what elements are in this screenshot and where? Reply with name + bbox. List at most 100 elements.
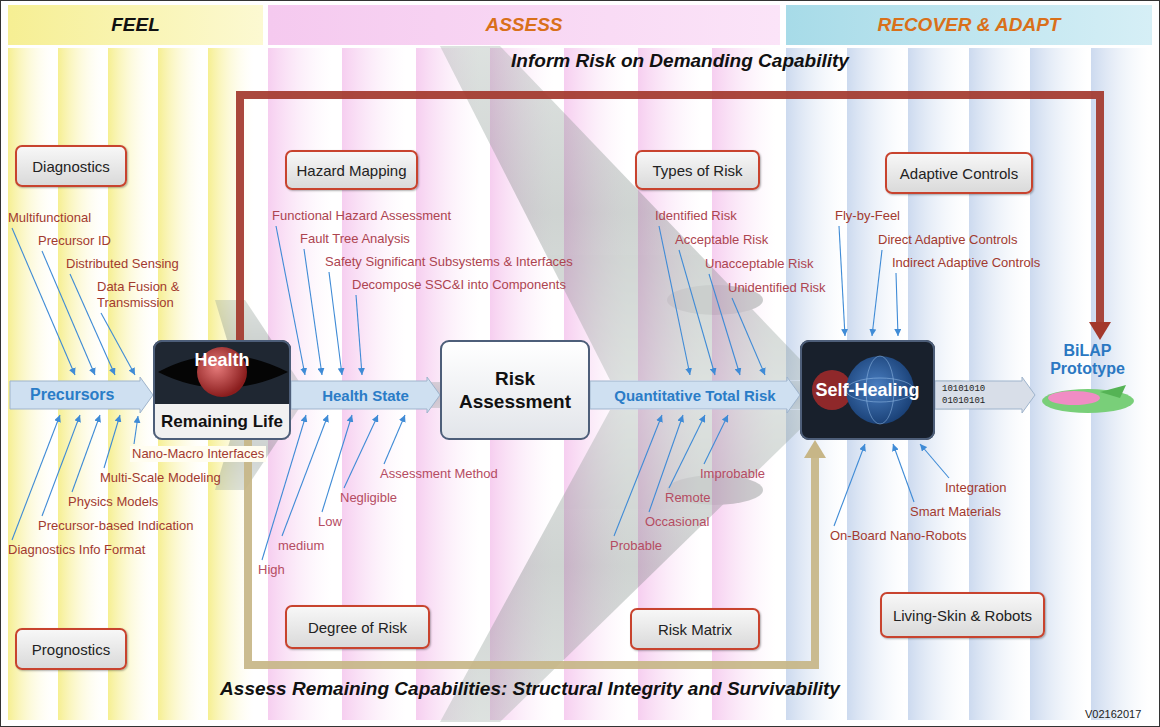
leader-line [12,228,75,375]
category-box: Hazard Mapping [285,150,418,190]
edge-label: Assess Remaining Capabilities: Structura… [220,678,840,700]
flow-band-arrow [590,377,800,413]
edge-label: Health State [322,387,409,404]
feedback-arrow [240,95,1100,340]
healing-hub: Self-Healing [800,340,935,440]
item-label: Multifunctional [8,210,91,226]
item-label: Identified Risk [655,208,737,224]
leader-line [134,416,138,444]
version-label: V02162017 [1085,706,1141,722]
leader-line [304,249,322,375]
leader-line [101,313,135,375]
health-picture [153,340,291,440]
airplane-wing [440,410,820,722]
node-text: Remaining Life [161,412,283,432]
node-text: RECOVER & ADAPT [878,14,1061,36]
item-label: Remote [665,490,711,506]
item-label: Assessment Method [380,466,498,482]
item-label: Negligible [340,490,397,506]
leader-line [872,250,882,336]
prototype-node: BiLAP Prototype [1035,340,1140,420]
node-text: Risk Assessment [450,367,580,413]
node-text: Diagnostics [32,158,110,175]
leader-line [834,444,865,526]
item-label: Unacceptable Risk [705,256,813,272]
item-label: Fault Tree Analysis [300,231,410,247]
item-label: Occasional [645,514,709,530]
leader-line [329,272,342,375]
phase-band: ASSESS [268,5,780,45]
assessment-hub: Risk Assessment [440,340,590,440]
item-label: Diagnostics Info Format [8,542,145,558]
flow-band-arrow [291,377,440,413]
category-box: Degree of Risk [285,605,430,649]
node-text: Self-Healing [815,380,919,401]
recover-stripes [786,48,1149,720]
item-label: On-Board Nano-Robots [830,528,967,544]
item-label: Functional Hazard Assessment [272,208,451,224]
item-label: Safety Significant Subsystems & Interfac… [325,254,573,270]
leader-line [896,273,898,336]
prototype-picture [1042,385,1134,413]
flow-label: Precursors [30,385,115,405]
item-label: Smart Materials [910,504,1001,520]
node-text: FEEL [111,14,160,36]
item-label: Physics Models [68,494,158,510]
item-label: Precursor ID [38,233,111,249]
health-hub: HealthRemaining Life [153,340,291,440]
category-box: Diagnostics [15,145,127,187]
node-text: BiLAP Prototype [1035,342,1140,378]
phase-band: FEEL [8,5,263,45]
leader-line [669,415,705,488]
leader-line [384,415,405,464]
node-text: Prognostics [32,641,110,658]
item-label: Decompose SSC&I into Components [352,277,566,293]
item-label: Low [318,514,342,530]
binary-label: 10101010 [942,384,985,395]
item-label: Data Fusion & Transmission [97,279,227,311]
item-label: Precursor-based Indication [38,518,193,534]
health-picture-strip [153,404,291,440]
category-box: Risk Matrix [630,608,760,650]
healing-picture [800,340,935,440]
leader-line [704,415,728,464]
leader-line [104,415,120,468]
leader-line [356,295,362,375]
node-text: ASSESS [485,14,562,36]
category-box: Types of Risk [635,150,760,190]
prototype-fin [1100,385,1126,398]
node-text: Health [194,350,249,371]
prototype-stripe [1048,391,1100,405]
node-text: Adaptive Controls [900,165,1018,182]
healing-picture-ground [800,340,935,440]
category-box: Living-Skin & Robots [880,592,1045,638]
leader-line [839,226,845,336]
item-label: Unidentified Risk [728,280,826,296]
node-text: Types of Risk [652,162,742,179]
item-label: Integration [945,480,1006,496]
precursor-band-arrow [10,377,153,413]
flow-band-arrow [935,377,1035,413]
leader-line [893,444,914,502]
node-text: Hazard Mapping [296,162,406,179]
item-label: Improbable [700,466,765,482]
node-text: Degree of Risk [308,619,407,636]
item-label: Nano-Macro Interfaces [130,446,266,462]
leader-lines [12,226,949,560]
item-label: medium [278,538,324,554]
feedback-arrow [248,440,815,665]
feel-stripes [8,48,254,720]
edge-label: Inform Risk on Demanding Capability [511,50,849,72]
node-text: Risk Matrix [658,621,732,638]
item-label: Acceptable Risk [675,232,768,248]
phase-band: RECOVER & ADAPT [786,5,1152,45]
item-label: Fly-by-Feel [835,208,900,224]
category-box: Adaptive Controls [885,152,1033,194]
leader-line [659,226,690,375]
item-label: Indirect Adaptive Controls [892,255,1040,271]
leader-line [732,298,765,375]
item-label: Probable [610,538,662,554]
edge-label: Quantitative Total Risk [614,387,775,404]
